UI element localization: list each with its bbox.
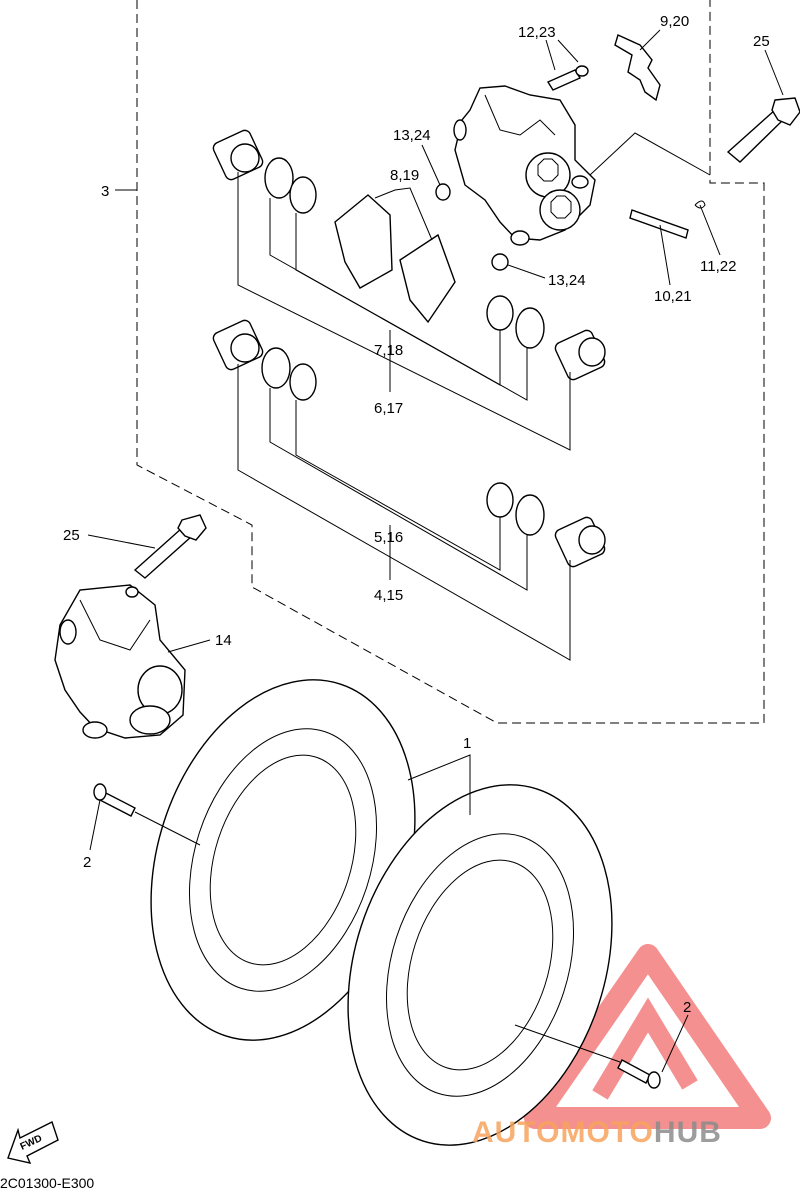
callout-2-left: 2	[83, 854, 91, 871]
diagram-code: 2C01300-E300	[0, 1175, 94, 1191]
callout-5-16: 5,16	[374, 529, 403, 546]
seal-upper-left-b	[289, 176, 317, 214]
watermark-text-a: AUTOMOTO	[472, 1116, 654, 1149]
caliper-mounting-bolt-upper	[726, 97, 800, 163]
brake-disc-left	[150, 679, 416, 1041]
caliper-mounting-bolt-lower	[133, 514, 207, 579]
seal-upper-left-a	[264, 157, 294, 199]
seal-right-upper-b	[515, 307, 545, 349]
callout-13-24-a: 13,24	[393, 127, 431, 144]
disc-bolt-right	[617, 1059, 661, 1089]
callout-1: 1	[463, 735, 471, 752]
bushing-lower	[491, 253, 509, 271]
callout-8-19: 8,19	[390, 167, 419, 184]
callout-6-17: 6,17	[374, 400, 403, 417]
callout-13-24-b: 13,24	[548, 272, 586, 289]
seal-right-lower-a	[486, 482, 514, 518]
piston-upper-left	[212, 129, 264, 181]
lower-caliper-assembly	[54, 584, 186, 739]
callout-11-22: 11,22	[700, 258, 736, 275]
seal-right-upper-a	[486, 295, 514, 331]
seal-lower-left-b	[289, 363, 317, 401]
pad-pin	[629, 200, 706, 239]
piston-right-lower	[554, 516, 606, 568]
brake-disc-right	[347, 784, 613, 1146]
automotohub-logo-icon	[524, 944, 771, 1129]
leader-lines	[237, 172, 571, 661]
seal-right-lower-b	[515, 494, 545, 536]
callout-25-left: 25	[63, 527, 80, 544]
brake-pad-b	[399, 233, 456, 324]
disc-bolt-left	[93, 783, 136, 817]
callout-3: 3	[101, 183, 109, 200]
callout-10-21: 10,21	[654, 288, 692, 305]
caliper-assembly-boundary	[136, 0, 765, 724]
piston-right-upper	[554, 329, 606, 381]
bleed-screw	[546, 65, 589, 91]
upper-caliper-body	[453, 85, 596, 246]
fwd-arrow-icon: FWD	[7, 1121, 59, 1164]
callout-9-20: 9,20	[660, 13, 689, 30]
piston-lower-left	[212, 319, 264, 371]
callout-2-right: 2	[683, 999, 691, 1016]
callout-7-18: 7,18	[374, 342, 403, 359]
bushing-upper	[435, 183, 451, 201]
watermark-text-b: HUB	[654, 1116, 722, 1149]
watermark-text: AUTOMOTOHUB	[472, 1116, 722, 1149]
pad-spring	[614, 34, 661, 102]
brake-pad-a	[334, 194, 393, 289]
callout-4-15: 4,15	[374, 587, 403, 604]
callout-12-23: 12,23	[518, 24, 556, 41]
callout-14: 14	[215, 632, 232, 649]
seal-lower-left-a	[261, 347, 291, 389]
callout-25-top: 25	[753, 33, 770, 50]
